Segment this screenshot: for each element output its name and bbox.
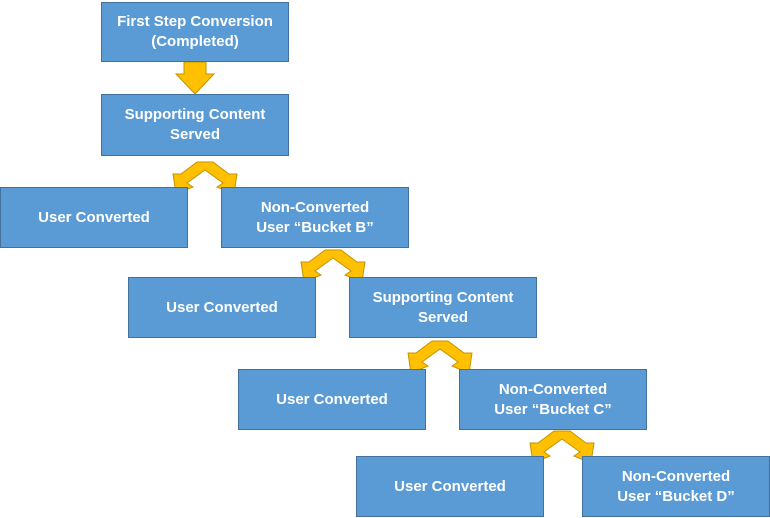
split-arrow-icon — [300, 249, 366, 283]
node-user-converted-2: User Converted — [128, 277, 316, 338]
down-arrow-icon — [174, 61, 216, 95]
split-arrow-icon — [407, 340, 473, 374]
node-user-converted-4: User Converted — [356, 456, 544, 517]
node-supporting-content-2: Supporting Content Served — [349, 277, 537, 338]
split-arrow-icon — [529, 430, 595, 464]
node-bucket-b: Non-Converted User “Bucket B” — [221, 187, 409, 248]
node-supporting-content-1: Supporting Content Served — [101, 94, 289, 156]
node-first-step-conversion: First Step Conversion (Completed) — [101, 2, 289, 62]
node-user-converted-1: User Converted — [0, 187, 188, 248]
node-bucket-c: Non-Converted User “Bucket C” — [459, 369, 647, 430]
node-bucket-d: Non-Converted User “Bucket D” — [582, 456, 770, 517]
split-arrow-icon — [172, 161, 238, 195]
node-user-converted-3: User Converted — [238, 369, 426, 430]
